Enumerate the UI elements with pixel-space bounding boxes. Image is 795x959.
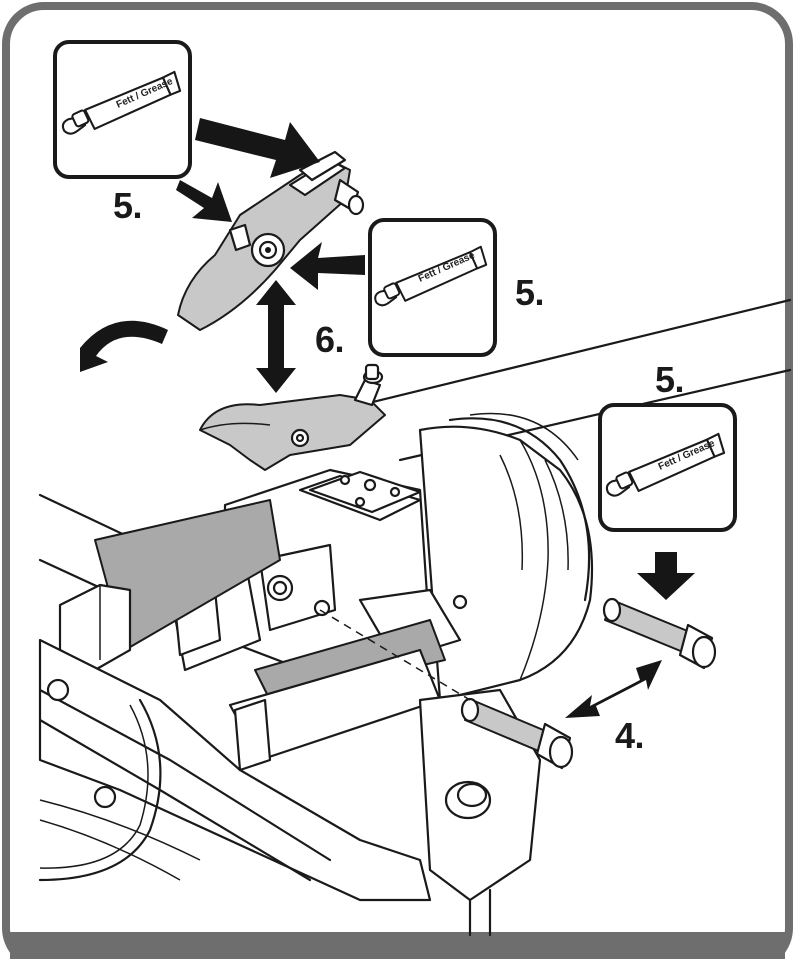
bottom-bar (10, 932, 785, 959)
arrow-icon (176, 180, 232, 222)
arrow-icon (290, 242, 365, 290)
vise-assembly (38, 298, 792, 937)
step-label-5-topleft: 5. (113, 185, 142, 226)
arrow-icon (637, 552, 695, 600)
step-label-4: 4. (615, 715, 644, 756)
pin-lower (460, 697, 574, 770)
upper-lever (177, 150, 365, 331)
arrow-icon (195, 118, 320, 178)
pin-upper (602, 597, 717, 670)
lower-lever (199, 363, 386, 471)
grease-callout-topleft: Fett / Grease (53, 40, 192, 179)
step-label-5-right: 5. (655, 359, 684, 400)
axis-dashed-line (319, 609, 471, 701)
grease-callout-mid: Fett / Grease (368, 218, 497, 357)
rotate-arrow-icon (80, 320, 168, 372)
double-arrow-icon (256, 280, 296, 393)
grease-callout-right: Fett / Grease (598, 403, 737, 532)
step-label-5-mid: 5. (515, 272, 544, 313)
double-arrow-icon (565, 660, 662, 718)
step-label-6: 6. (315, 319, 344, 360)
